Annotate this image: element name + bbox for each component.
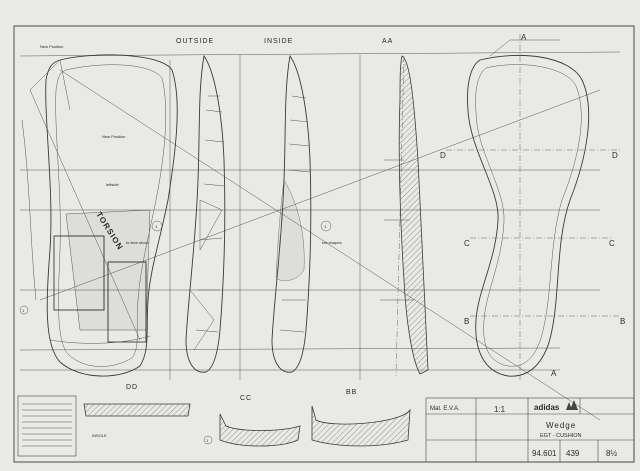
callout-1-left: 1 [155, 224, 158, 229]
annotation-insole: INSOLE [92, 433, 107, 438]
callout-1-inside: 1 [324, 224, 327, 229]
section-aa-view [380, 55, 429, 377]
annotation-new-position-2: New Position [102, 134, 125, 139]
brand-logo-text: adidas [534, 403, 560, 412]
marker-b-left: B [464, 317, 469, 326]
section-cc-view: CC [219, 395, 301, 447]
marker-c-left: C [464, 239, 470, 248]
inside-profile-view: 1 toe shapes [271, 54, 342, 373]
callout-1-far-left: 1 [22, 308, 25, 313]
view-label-aa: AA [382, 38, 393, 45]
section-bb-view: BB [311, 389, 411, 447]
drawing-subtitle: EGT - CUSHION [540, 433, 581, 439]
annotation-new-position: New Position [40, 44, 63, 49]
material-label: Mat. E.V.A. [430, 406, 460, 412]
callout-1-bottom: 1 [206, 438, 209, 443]
view-label-bb: BB [346, 389, 357, 396]
section-dd-view: DD INSOLE [83, 384, 191, 438]
drawing-name: Wedge [546, 421, 576, 430]
annotation-to-item: to item stock [126, 240, 148, 245]
view-label-inside: INSIDE [264, 38, 293, 45]
marker-d-right: D [612, 151, 618, 160]
view-label-cc: CC [240, 395, 252, 402]
section-markers: A A D D C C B B [440, 33, 625, 378]
marker-d-left: D [440, 151, 446, 160]
scale-value: 1:1 [494, 405, 506, 414]
brand-logo-icon [566, 400, 578, 410]
marker-a-top: A [521, 33, 527, 42]
annotation-toe-shapes: toe shapes [322, 240, 342, 245]
title-block: Mat. E.V.A. 1:1 adidas Wedge EGT - CUSHI… [425, 397, 635, 463]
marker-c-right: C [609, 239, 615, 248]
marker-a-bottom: A [551, 369, 557, 378]
size-value: 8½ [606, 449, 617, 458]
outside-profile-view [185, 54, 226, 373]
view-label-outside: OUTSIDE [176, 38, 214, 45]
part-code: 439 [566, 449, 580, 458]
view-label-dd: DD [126, 384, 138, 391]
sole-top-view [446, 34, 620, 380]
annotation-leftside: leftside [106, 182, 119, 187]
notes-block [17, 395, 77, 457]
sole-bottom-view: New Position New Position leftside to it… [19, 44, 178, 377]
marker-b-right: B [620, 317, 625, 326]
part-number: 94.601 [532, 449, 557, 458]
